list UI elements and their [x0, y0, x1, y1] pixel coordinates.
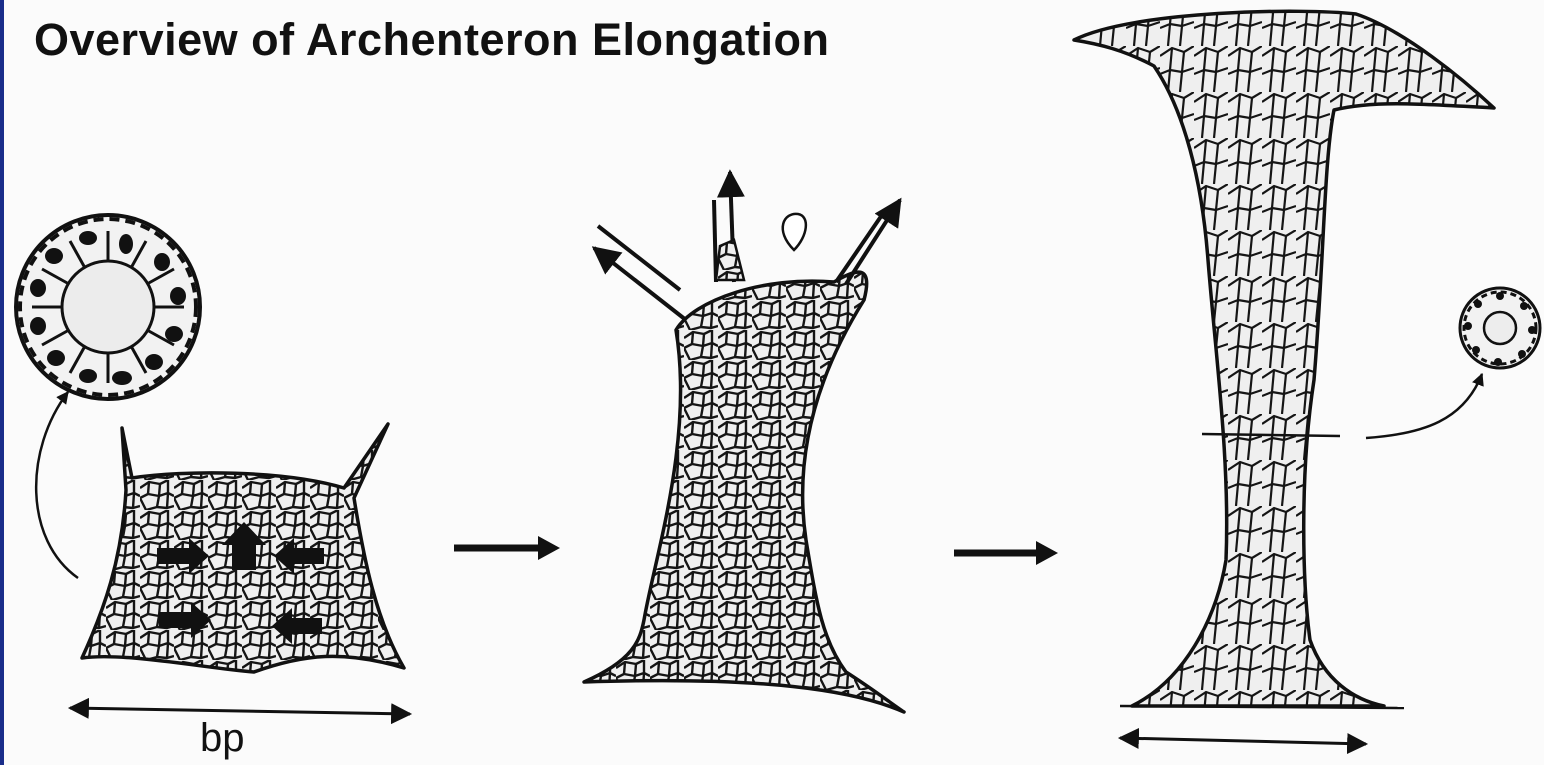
cross-section-large: [16, 215, 200, 399]
archenteron-stage-2: [584, 272, 904, 712]
cross-section-small: [1460, 288, 1540, 368]
blastocoel-cell: [783, 214, 806, 250]
stage-1-group: [16, 215, 410, 714]
blastopore-width-arrow: [70, 708, 410, 714]
blastopore-label: bp: [200, 716, 245, 761]
archenteron-stage-3: [1074, 11, 1494, 706]
base-width-arrow: [1120, 738, 1366, 744]
transition-arrow-2: [954, 541, 1058, 565]
stage-2-group: [584, 172, 904, 712]
diagram-canvas: [4, 0, 1544, 765]
stage-3-group: [1074, 11, 1540, 744]
transition-arrow-1: [454, 536, 560, 560]
pointer-arrow-left: [36, 392, 78, 578]
pointer-arrow-right: [1366, 374, 1482, 438]
